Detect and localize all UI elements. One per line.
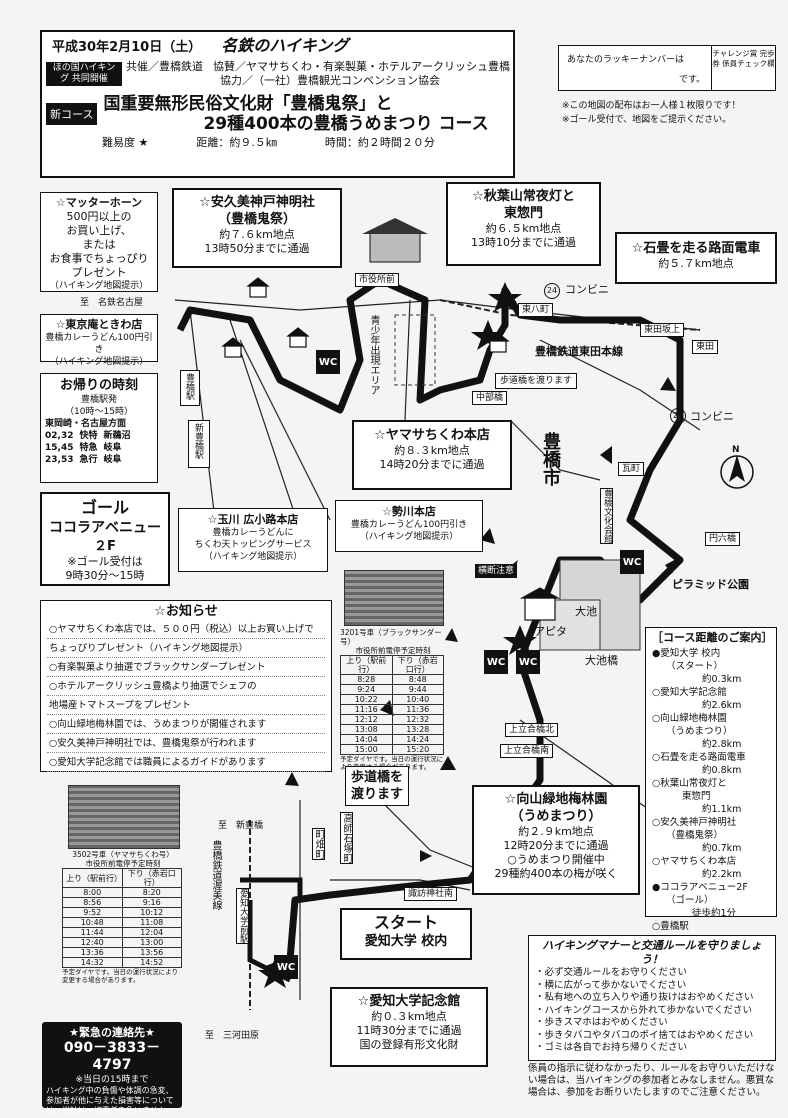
cooperation-text: 協力／（一社）豊橋観光コンベンション協会: [220, 74, 440, 87]
label-caution: 横断注意: [475, 564, 518, 578]
lucky-suffix: です。: [679, 75, 706, 85]
notice-item: ○向山緑地梅林園では、うめまつりが開催されます: [47, 715, 325, 734]
toyohashi-station-sign: 豊橋駅: [180, 370, 200, 406]
notice-item: ○ヤマサちくわ本店では、５００円（税込）以上お買い上げで: [47, 620, 325, 639]
rules-box: ハイキングマナーと交通ルールを守りましょう！ ・必ず交通ルールをお守りください …: [528, 935, 776, 1061]
label-kamigoai-m: 上立合橋南: [500, 744, 554, 758]
label-oike: 大池: [575, 605, 597, 618]
label-kawaracho: 瓦町: [618, 462, 645, 476]
sponsors-text: 協賛／ヤマサちくわ・有楽製菓・ホテルアークリッシュ豊橋: [213, 60, 510, 73]
rules-footer: 係員の指示に従わなかったり、ルールをお守りいただけない場合は、当ハイキングの参加…: [528, 1063, 775, 1098]
label-line: 豊橋鉄道東田本線: [535, 345, 623, 358]
event-date: 平成30年2月10日（土）: [52, 40, 202, 55]
label-shintoyohashi: 至 新豊橋: [218, 821, 264, 831]
callout-footbridge-2: 歩道橋を渡ります: [495, 373, 578, 389]
callout-tokiwa: ☆東京庵ときわ店 豊橋カレーうどん100円引き （ハイキング地図提示）: [40, 314, 158, 367]
label-city: 豊橋市: [540, 432, 561, 486]
new-course-badge: 新コース: [46, 103, 98, 125]
lucky-note-1: ※この地図の配布はお一人様１枚限りです！: [562, 101, 741, 111]
label-higashida: 東田: [692, 340, 719, 354]
label-meitetsu: 至 名鉄名古屋: [80, 298, 144, 308]
lucky-label: あなたのラッキーナンバーは: [567, 55, 685, 65]
callout-start: スタート 愛知大学 校内: [340, 908, 472, 960]
label-mikawatawara: 至 三河田原: [205, 1031, 260, 1041]
lucky-note-2: ※ゴール受付で、地図をご提示ください。: [562, 115, 732, 125]
timetable-yamasa: 3502号車（ヤマサちくわ号） 市役所前電停予定時刻 上り（駅前行）下り（赤岩口…: [62, 850, 184, 984]
notice-item: ○ホテルアークリッシュ豊橋より抽選でシェフの: [47, 677, 325, 696]
distance-guide: ［コース距離のご案内］ ●愛知大学 校内 （スタート） 約0.3km ○愛知大学…: [645, 627, 777, 932]
callout-matterhorn: ☆マッターホーン 500円以上の お買い上げ、 または お食事でちょっぴり プレ…: [40, 192, 158, 292]
notice-box: ☆お知らせ ○ヤマサちくわ本店では、５００円（税込）以上お買い上げで ちょっぴり…: [40, 600, 332, 772]
lucky-number-box: あなたのラッキーナンバーは です。 チャレンジ賞 完歩券 係員チェック欄: [558, 45, 776, 91]
course-title-1: 国重要無形民俗文化財「豊橋鬼祭」と: [103, 94, 393, 114]
label-north: N: [732, 445, 740, 455]
label-rokkaku: 円六橋: [705, 532, 741, 546]
route-24-icon-2: 24: [670, 408, 686, 424]
rule-item: ・ゴミは各自でお持ち帰りください: [535, 1042, 688, 1053]
notice-item: ○愛知大学記念館では職員によるガイドがあります: [47, 753, 325, 772]
toilet-icon: WC: [274, 955, 298, 979]
host-text: 共催／豊橋鉄道: [126, 60, 203, 73]
distance: 距離：約９.５㎞: [196, 136, 277, 149]
course-title-2: 29種400本の豊橋うめまつり コース: [203, 114, 489, 134]
label-takashi: 高師石塚町: [340, 812, 353, 864]
label-chubu: 中部橋: [472, 391, 508, 405]
label-higashidasakaue: 東田坂上: [640, 323, 685, 337]
rule-item: ・歩きタバコやタバコのポイ捨てはおやめください: [535, 1029, 754, 1041]
toilet-icon: WC: [316, 350, 340, 374]
event-name: 名鉄のハイキング: [221, 36, 349, 55]
toilet-icon: WC: [620, 550, 644, 574]
label-konbini1: コンビニ: [565, 283, 609, 296]
label-suwa: 諏訪神社南: [404, 887, 458, 901]
label-higashihachicho: 東八町: [518, 303, 554, 317]
callout-tamagawa: ☆玉川 広小路本店 豊橋カレーうどんに ちくわ天トッピングサービス （ハイキング…: [178, 508, 328, 572]
tram-photo-black-thunder: [344, 570, 444, 626]
callout-mukaiyama: ☆向山緑地梅林園 （うめまつり） 約２.９km地点 12時20分までに通過 ○う…: [472, 785, 640, 895]
label-shiyakusho: 市役所前: [355, 273, 400, 287]
label-kamigoai-n: 上立合橋北: [505, 723, 559, 737]
label-bunka: 豊橋文化会館: [600, 488, 613, 544]
callout-footbridge: 歩道橋を 渡ります: [345, 766, 409, 806]
rule-item: ・ハイキングコースから外れて歩かないでください: [535, 1004, 752, 1016]
notice-item: ○有楽製菓より抽選でブラックサンダープレゼント: [47, 658, 325, 677]
callout-goal: ゴール ココラアベニュー ２F ※ゴール受付は 9時30分～15時: [40, 492, 170, 586]
rule-item: ・横に広がって歩かないでください: [535, 979, 687, 991]
label-konbini2: コンビニ: [690, 410, 734, 423]
rule-item: ・歩きスマホはおやめください: [535, 1017, 668, 1028]
callout-akumi-shrine: ☆安久美神戸神明社 （豊橋鬼祭） 約７.６km地点 13時50分までに通過: [172, 188, 342, 268]
shrine-building-icon: [362, 218, 428, 263]
notice-item: ○安久美神戸神明社では、豊橋鬼祭が行われます: [47, 734, 325, 753]
rule-item: ・必ず交通ルールをお守りください: [535, 967, 688, 978]
label-atsumi: 豊橋鉄道渥美線: [210, 840, 221, 910]
callout-akibasan: ☆秋葉山常夜灯と 東惣門 約６.５km地点 13時10分までに通過: [446, 182, 601, 266]
tram-photo-yamasa: [68, 785, 180, 849]
organizer-badge: ほの国ハイキング 共同開催: [46, 62, 122, 86]
callout-memorial-hall: ☆愛知大学記念館 約０.３km地点 11時30分までに通過 国の登録有形文化財: [330, 987, 488, 1067]
route-24-icon: 24: [544, 283, 560, 299]
difficulty: 難易度 ★: [102, 136, 149, 149]
check-field[interactable]: チャレンジ賞 完歩券 係員チェック欄: [711, 46, 775, 90]
label-aidaimae: 愛知大学前駅: [236, 888, 249, 944]
emergency-contact: ★緊急の連絡先★ 090－3833－4797 ※当日の15時まで ハイキング中の…: [42, 1022, 182, 1115]
label-machihata: 町畑町: [312, 828, 325, 860]
toilet-icon: WC: [516, 650, 540, 674]
north-arrow-icon: [720, 455, 754, 489]
notice-item: 地場産トマトスープをプレゼント: [47, 696, 325, 715]
label-apita: アピタ: [534, 625, 567, 638]
total-time: 時間：約２時間２０分: [324, 136, 435, 149]
callout-streetcar: ☆石畳を走る路面電車 約５.７km地点: [615, 232, 777, 284]
label-pyramid: ピラミッド公園: [672, 578, 749, 591]
toilet-icon: WC: [484, 650, 508, 674]
callout-seikawa: ☆勢川本店 豊橋カレーうどん100円引き （ハイキング地図提示）: [335, 500, 483, 552]
label-seikyo: 青少年出現エリア: [368, 315, 379, 395]
timetable-black-thunder: 3201号車（ブラックサンダー号） 市役所前電停予定時刻 上り（駅前行）下り（赤…: [340, 628, 444, 771]
shintoyohashi-station-sign: 新豊橋駅: [188, 420, 210, 468]
header-panel: 平成30年2月10日（土） 名鉄のハイキング ほの国ハイキング 共同開催 共催／…: [40, 30, 515, 178]
callout-yamasa: ☆ヤマサちくわ本店 約８.３km地点 14時20分までに通過: [352, 420, 512, 490]
label-oikebashi: 大池橋: [585, 654, 618, 667]
rule-item: ・私有地への立ち入りや通り抜けはおやめください: [535, 992, 754, 1003]
notice-item: ちょっぴりプレゼント（ハイキング地図提示）: [47, 639, 325, 658]
